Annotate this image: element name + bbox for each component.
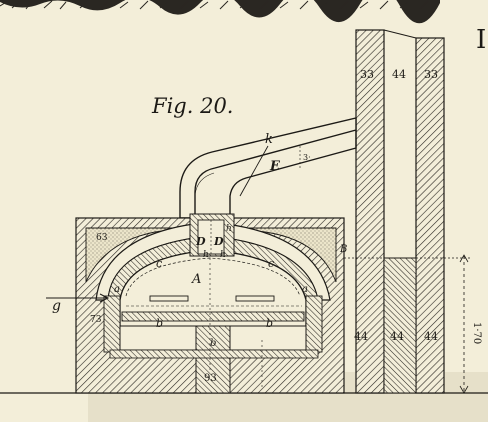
top-ornament-border	[0, 0, 440, 24]
label-dim-height: 1·70	[471, 322, 482, 344]
label-44-c: 44	[424, 330, 438, 343]
chimney	[355, 29, 445, 394]
label-h3: h	[226, 224, 232, 234]
label-63: 63	[96, 233, 108, 243]
label-k: k	[265, 132, 273, 147]
furnace-masonry	[75, 213, 345, 394]
label-b-mid: b	[210, 338, 216, 349]
flue-pipe	[179, 117, 357, 219]
label-93: 93	[204, 373, 217, 384]
height-dimension	[344, 254, 470, 394]
label-c-right: c	[268, 257, 274, 270]
label-44-b: 44	[390, 330, 404, 343]
label-D2: D	[213, 235, 224, 248]
label-A: A	[191, 272, 201, 287]
label-E: E	[269, 159, 281, 174]
label-b-left: b	[156, 317, 163, 330]
label-44-a: 44	[354, 330, 368, 343]
figure-caption: Fig. 20.	[151, 94, 233, 118]
label-D1: D	[195, 235, 206, 248]
label-c-left: c	[156, 257, 162, 270]
label-a-right: a	[302, 284, 308, 295]
label-a-left: a	[114, 284, 120, 295]
edge-letter: I	[476, 25, 486, 55]
label-b-right: b	[266, 317, 273, 330]
label-g: g	[52, 298, 61, 314]
label-flue-dim: 3·	[303, 153, 311, 162]
label-B: B	[339, 244, 347, 255]
label-33-right: 33	[424, 68, 438, 81]
label-h2: h	[220, 250, 226, 260]
label-33-left: 33	[360, 68, 374, 81]
feed-pipe-g	[46, 293, 110, 303]
label-h1: h	[203, 250, 209, 260]
label-44-top: 44	[392, 68, 406, 81]
label-73: 73	[90, 315, 102, 325]
